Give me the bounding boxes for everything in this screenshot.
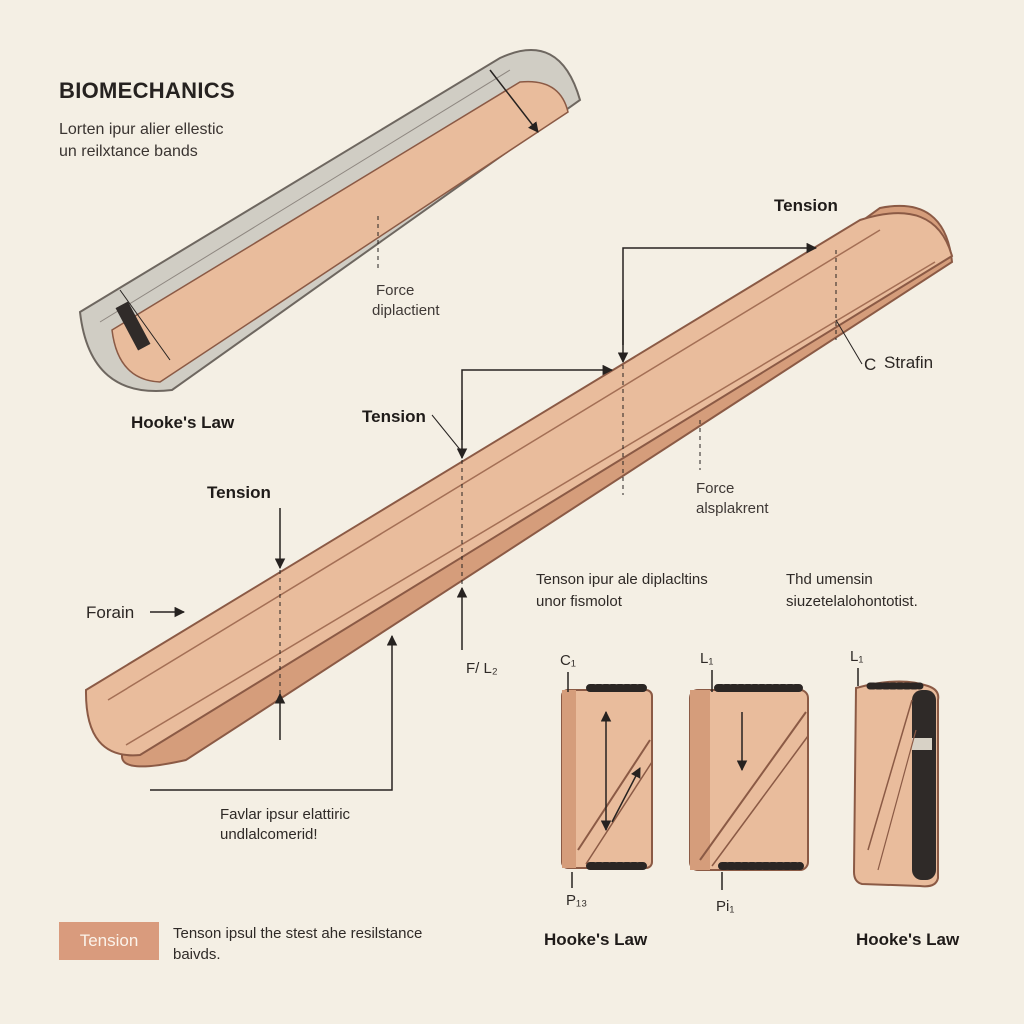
- strain-label: Strafin: [884, 353, 934, 372]
- tension-top-right-label: Tension: [774, 196, 838, 215]
- top-force-label-1: Force: [376, 282, 415, 299]
- strain-marker: C: [864, 355, 877, 374]
- hookes-law-caption-left: Hooke's Law: [544, 930, 648, 949]
- forain-label: Forain: [86, 603, 135, 622]
- small-band-2: [689, 670, 809, 890]
- tension-badge: Tension: [59, 922, 159, 960]
- small-band-3: [852, 668, 940, 888]
- hookes-law-caption-right: Hooke's Law: [856, 930, 960, 949]
- mid-note-line-2: unor fismolot: [536, 593, 622, 610]
- small-band-1-top-label: C₁: [560, 652, 576, 669]
- main-resistance-band: [84, 204, 954, 791]
- right-force-label-2: alsplakrent: [696, 500, 769, 517]
- subtitle-line-1: Lorten ipur alier ellestic: [59, 121, 224, 138]
- grey-resistance-band: [78, 49, 582, 392]
- subtitle-line-2: un reilxtance bands: [59, 143, 198, 160]
- small-band-1: [561, 672, 653, 888]
- right-force-label-1: Force: [696, 480, 735, 497]
- footer-note-line-1: Tenson ipsul the stest ahe resilstance: [173, 925, 423, 942]
- small-band-2-bottom-label: Pi₁: [716, 898, 735, 915]
- bottom-note-line-2: undlalcomerid!: [220, 826, 318, 843]
- small-band-2-top-label: L₁: [700, 650, 714, 667]
- right-note-line-1: Thd umensin: [786, 571, 873, 588]
- bottom-note-line-1: Favlar ipsur elattiric: [220, 806, 351, 823]
- page-title: BIOMECHANICS: [59, 78, 235, 103]
- tension-left-label: Tension: [207, 483, 271, 502]
- top-force-label-2: diplactient: [372, 302, 440, 319]
- tension-mid-label: Tension: [362, 407, 426, 426]
- band-clip: [115, 301, 151, 351]
- right-note-line-2: siuzetelalohontotist.: [786, 593, 918, 610]
- small-band-1-bottom-label: P₁₃: [566, 892, 588, 909]
- small-band-3-top-label: L₁: [850, 648, 864, 665]
- mid-note-line-1: Tenson ipur ale diplacltins: [536, 571, 708, 588]
- footer-note-line-2: baivds.: [173, 946, 221, 963]
- hookes-law-top-label: Hooke's Law: [131, 413, 235, 432]
- length-marker: F/ L₂: [466, 660, 498, 677]
